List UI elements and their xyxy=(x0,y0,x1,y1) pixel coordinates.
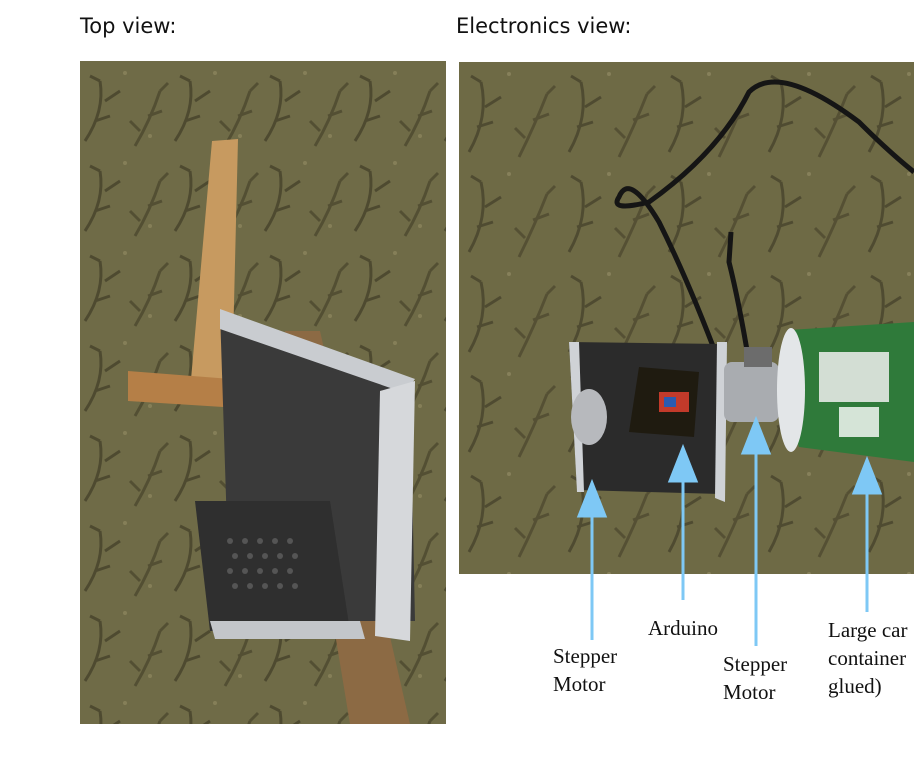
label-stepper-motor-left: Stepper Motor xyxy=(553,642,617,698)
label-stepper-motor-mid: Stepper Motor xyxy=(723,650,787,706)
label-line: container xyxy=(828,646,907,670)
label-container: Large car container glued) xyxy=(828,616,914,700)
label-line: glued) xyxy=(828,674,882,698)
label-line: Stepper xyxy=(723,652,788,676)
label-line: Stepper xyxy=(553,644,618,668)
top-view-heading: Top view: xyxy=(80,14,177,38)
arrow-stepper-mid-head xyxy=(740,415,772,455)
label-line: Arduino xyxy=(648,616,718,640)
arrow-stepper-left-head xyxy=(576,478,608,518)
arrow-arduino-head xyxy=(667,443,699,483)
top-view-photo xyxy=(80,61,446,724)
arrow-container-head xyxy=(851,455,883,495)
label-arduino: Arduino xyxy=(648,614,718,642)
electronics-view-heading: Electronics view: xyxy=(456,14,632,38)
label-line: Large car xyxy=(828,618,908,642)
label-line: Motor xyxy=(723,680,776,704)
label-line: Motor xyxy=(553,672,606,696)
